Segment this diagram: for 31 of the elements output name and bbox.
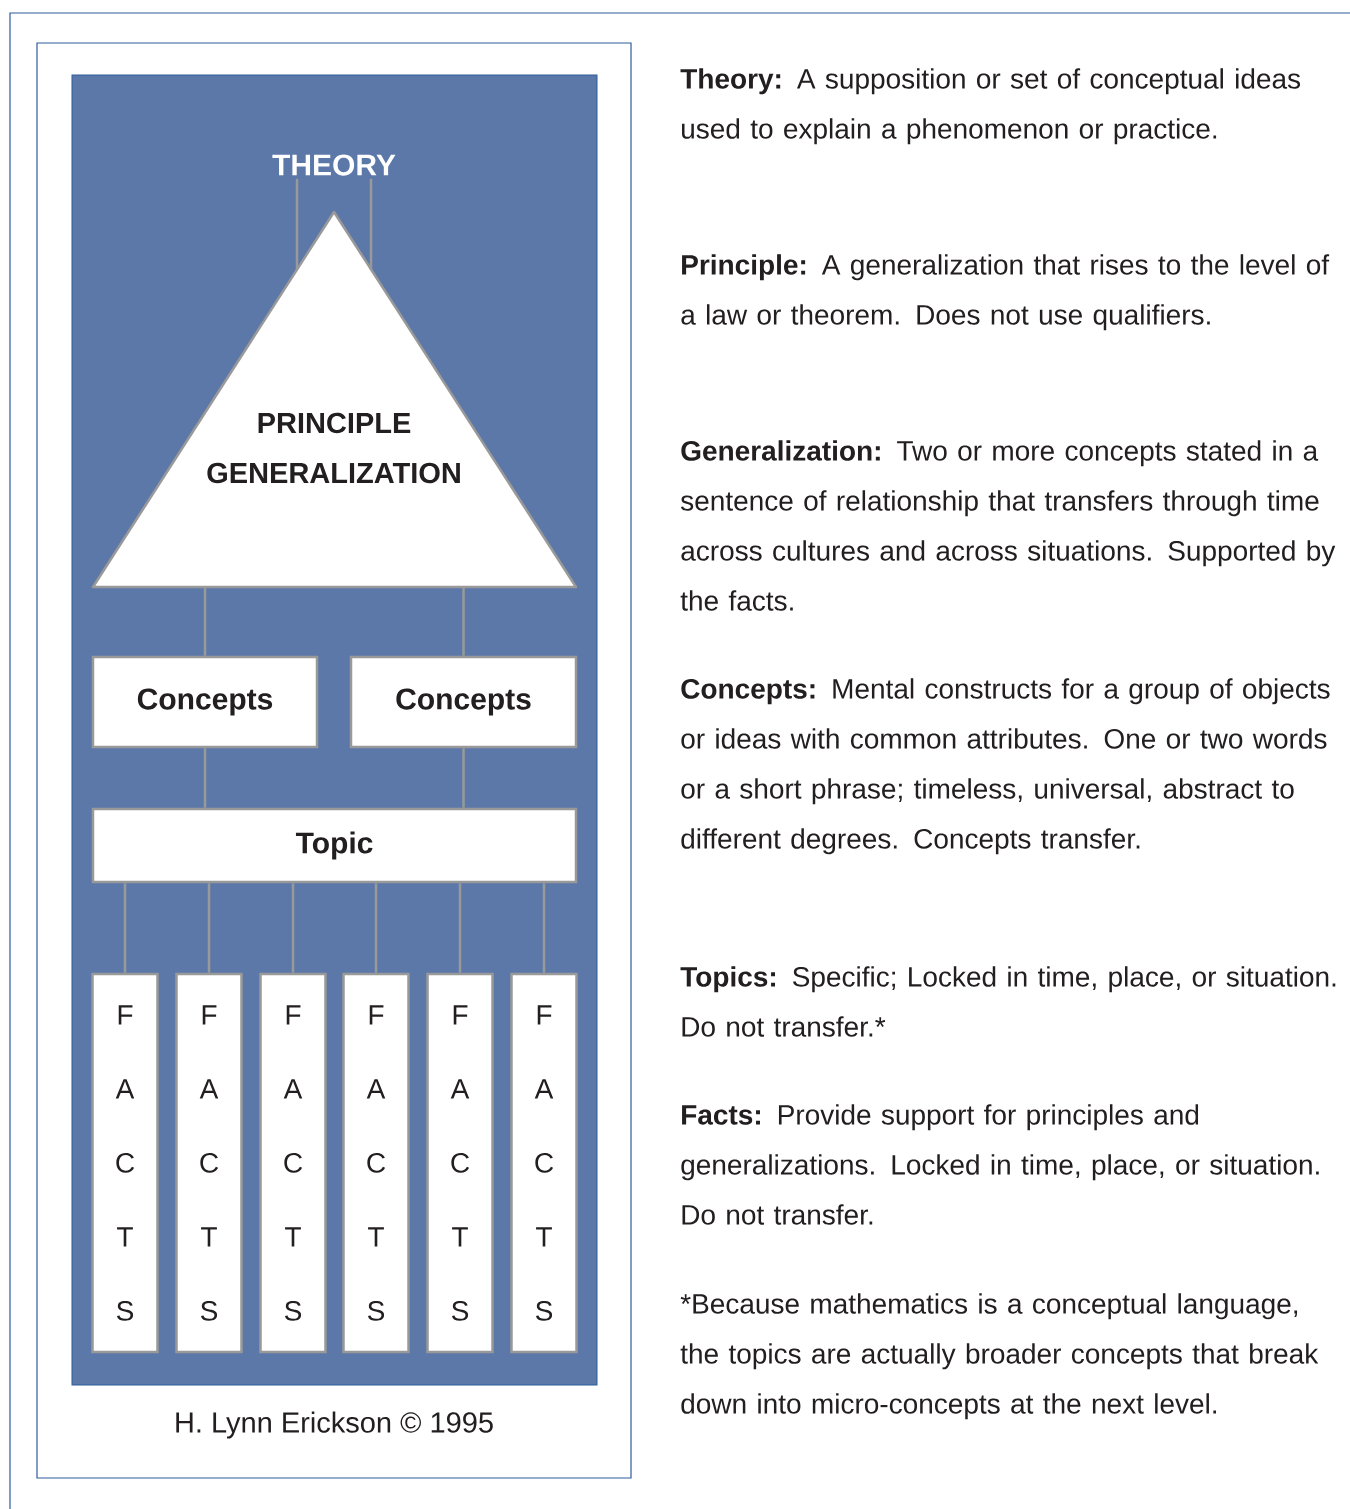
- facts-box: F A C T S: [91, 972, 159, 1354]
- concept-box: Concepts: [349, 655, 578, 749]
- facts-box: F A C T S: [426, 972, 494, 1354]
- connector-line: [295, 178, 299, 270]
- facts-box: F A C T S: [259, 972, 327, 1354]
- concept-box: Concepts: [91, 655, 319, 749]
- connector-line: [203, 748, 207, 808]
- connector-line: [462, 587, 465, 656]
- connector-line: [458, 883, 462, 973]
- definition-text: Facts: Provide support for principles and generalizations. Locked in time, place, or situation. Do not transfer.: [681, 1104, 1319, 1225]
- title-text: THEORY: [272, 154, 396, 176]
- caption: H. Lynn Erickson © 1995: [176, 1411, 493, 1439]
- connector-line: [462, 748, 465, 808]
- facts-box: F A C T S: [175, 972, 243, 1354]
- connector-line: [542, 883, 546, 973]
- connector-line: [369, 178, 373, 270]
- topic-box: Topic: [91, 807, 578, 884]
- connector-line: [291, 883, 295, 973]
- definition-text: Generalization: Two or more concepts stated in a sentence of relationship that transfers through time across cultures and across situations. Supported by the facts.: [680, 440, 1336, 611]
- definition-text: *Because mathematics is a conceptual language, the topics are actually broader concepts that break down into micro-concepts at the next level.: [680, 1293, 1319, 1420]
- triangle: PRINCIPLE GENERALIZATION: [91, 210, 578, 589]
- connector-line: [374, 883, 378, 973]
- facts-box: F A C T S: [342, 972, 410, 1354]
- definition-text: Principle: A generalization that rises to the level of a law or theorem. Does not use qualifiers.: [681, 254, 1330, 331]
- definition-text: Concepts: Mental constructs for a group of objects or ideas with common attributes. One or two words or a short phrase; timeless, universal, abstract to different degrees. Concepts transfer.: [681, 678, 1330, 855]
- connector-line: [203, 587, 207, 656]
- connector-line: [207, 883, 211, 973]
- connector-line: [123, 883, 127, 973]
- facts-box: F A C T S: [510, 972, 578, 1354]
- definition-text: Theory: A supposition or set of conceptual ideas used to explain a phenomenon or practice.: [680, 68, 1301, 145]
- definition-text: Topics: Specific; Locked in time, place, or situation. Do not transfer.*: [680, 966, 1336, 1037]
